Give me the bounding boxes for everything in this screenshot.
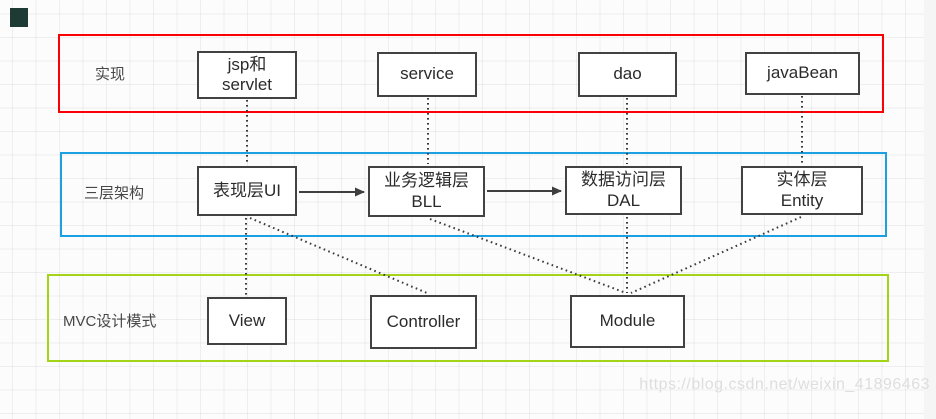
node-module: Module [570, 295, 685, 348]
node-view: View [207, 297, 287, 345]
node-dal-line1: 数据访问层 [581, 170, 666, 190]
node-presentation-ui: 表现层UI [197, 166, 297, 216]
csdn-watermark: https://blog.csdn.net/weixin_41896463 [639, 376, 930, 393]
node-bll-line2: BLL [411, 191, 442, 211]
node-entity: 实体层 Entity [741, 166, 863, 215]
band-label-implementation: 实现 [95, 66, 126, 83]
node-dao-label: dao [613, 64, 642, 84]
node-service: service [377, 52, 477, 97]
band-label-mvc: MVC设计模式 [63, 313, 157, 330]
corner-square [10, 8, 28, 27]
node-view-label: View [228, 310, 266, 330]
node-jsp-servlet-line2: servlet [221, 75, 273, 94]
node-entity-line1: 实体层 [776, 170, 828, 190]
node-dao: dao [578, 52, 677, 97]
canvas-right-edge [924, 0, 936, 419]
node-bll-line1: 业务逻辑层 [384, 171, 469, 191]
node-controller: Controller [370, 295, 477, 349]
node-module-label: Module [599, 311, 656, 331]
node-entity-line2: Entity [780, 190, 824, 210]
node-service-label: service [400, 64, 454, 84]
node-bll: 业务逻辑层 BLL [368, 166, 485, 217]
band-label-three-tier: 三层架构 [84, 185, 145, 202]
node-controller-label: Controller [386, 311, 461, 331]
node-javabean: javaBean [745, 52, 860, 95]
node-jsp-servlet: jsp和 servlet [197, 51, 297, 99]
node-dal-line2: DAL [606, 190, 641, 210]
node-dal: 数据访问层 DAL [565, 166, 682, 215]
node-jsp-servlet-line1: jsp和 [227, 54, 267, 74]
node-javabean-label: javaBean [767, 63, 838, 83]
node-presentation-ui-label: 表现层UI [213, 180, 281, 200]
band-implementation [58, 34, 884, 113]
